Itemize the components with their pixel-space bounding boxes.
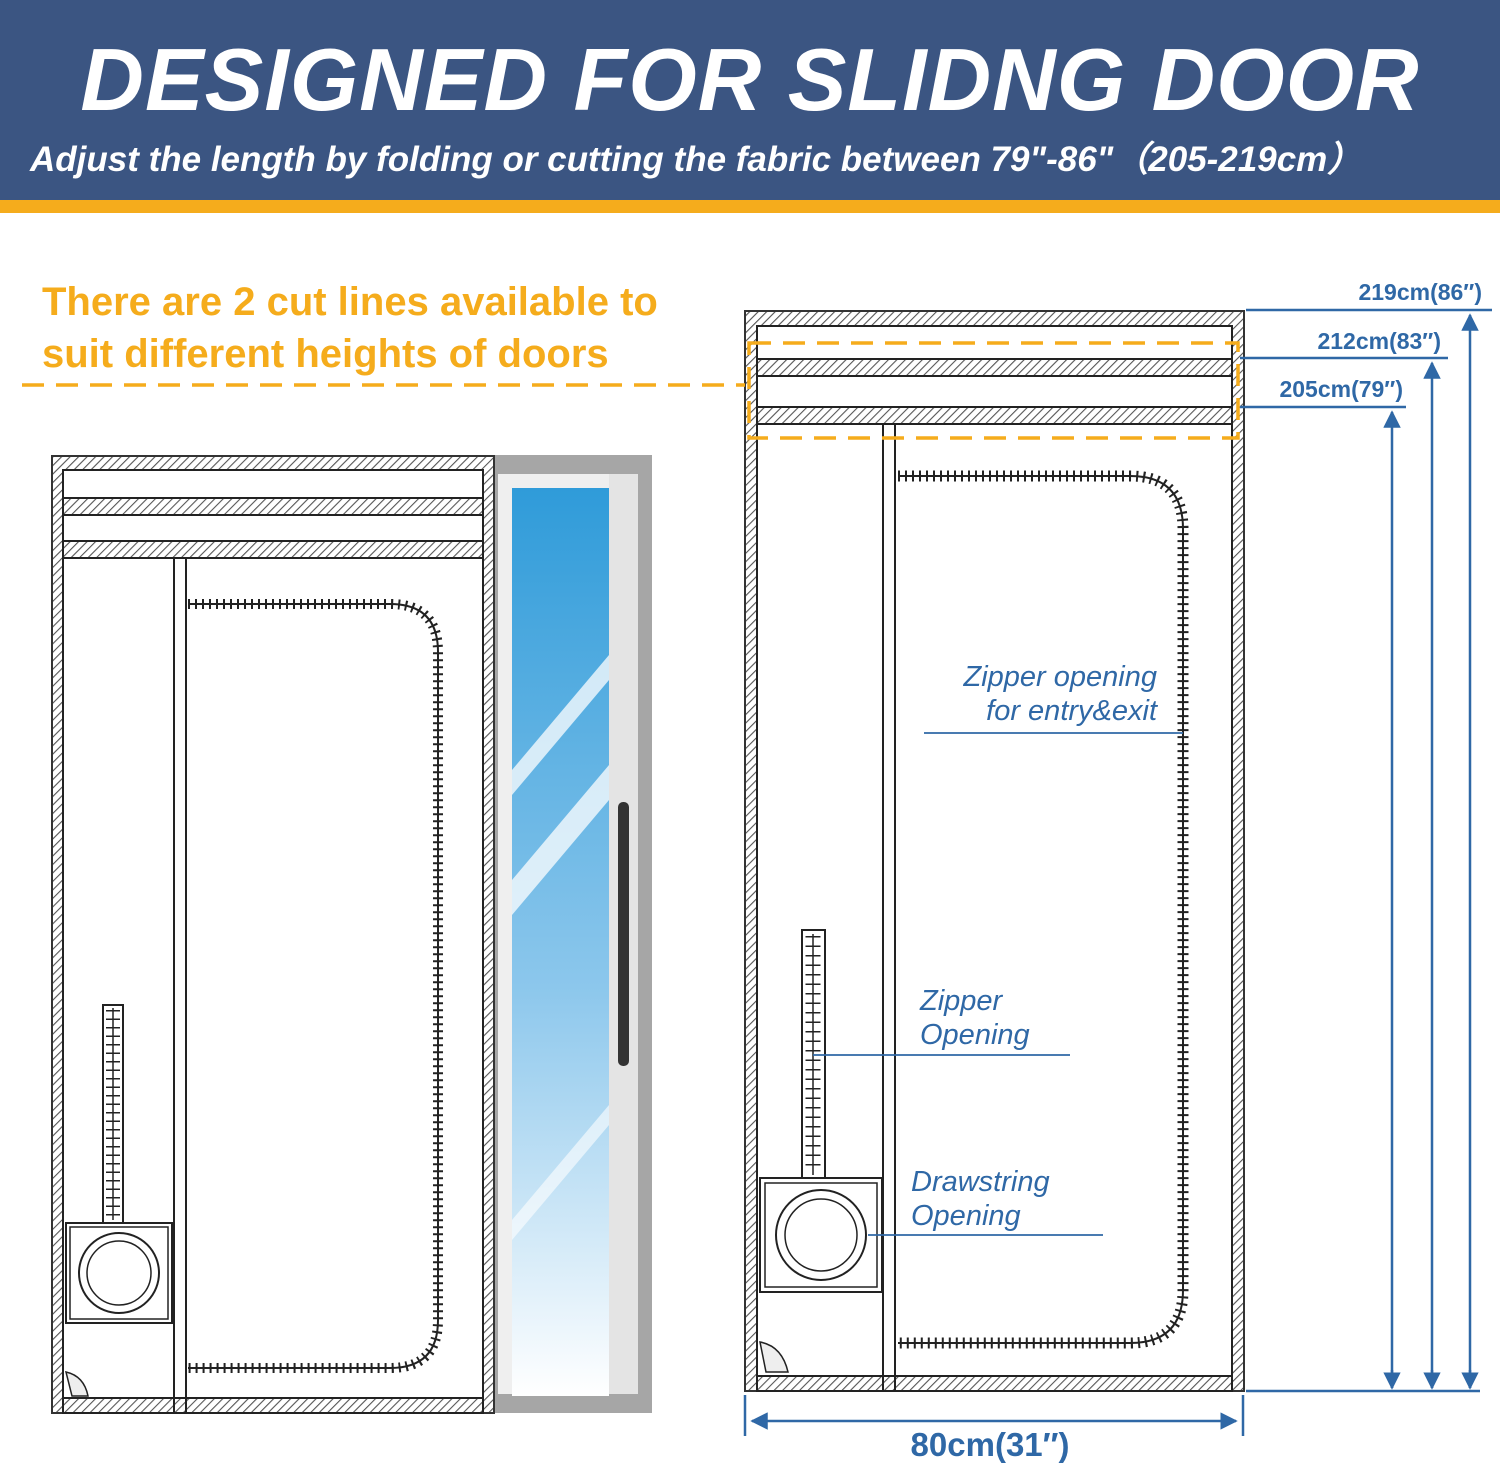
door-handle-icon bbox=[618, 802, 629, 1066]
drawstring-label-1: Drawstring bbox=[911, 1166, 1050, 1198]
width-80-label: 80cm(31″) bbox=[911, 1426, 1070, 1463]
cut-lines-note: There are 2 cut lines available to suit … bbox=[42, 276, 722, 380]
cut-lines bbox=[22, 341, 1240, 440]
height-205-label: 205cm(79″) bbox=[1279, 376, 1403, 402]
callout-lines bbox=[813, 732, 1183, 1236]
height-212-label: 212cm(83″) bbox=[1317, 328, 1441, 354]
cut-note-line-2: suit different heights of doors bbox=[42, 332, 609, 376]
drawstring-label-2: Opening bbox=[911, 1200, 1021, 1232]
header-accent-stripe bbox=[0, 200, 1500, 213]
width-dimension bbox=[743, 1395, 1245, 1436]
sliding-glass-door bbox=[492, 455, 652, 1413]
cut-note-line-1: There are 2 cut lines available to bbox=[42, 280, 658, 324]
page-subtitle: Adjust the length by folding or cutting … bbox=[30, 140, 1363, 179]
header-banner bbox=[0, 0, 1500, 200]
zipper-opening-label-2: Opening bbox=[920, 1019, 1030, 1051]
height-dimensions bbox=[1240, 308, 1492, 1393]
curtain-right bbox=[744, 310, 1245, 1392]
weight-corner-icon bbox=[759, 1341, 789, 1373]
weight-corner-icon bbox=[64, 1371, 89, 1397]
zipper-opening-label-1: Zipper bbox=[919, 985, 1004, 1017]
page-title: DESIGNED FOR SLIDNG DOOR bbox=[80, 30, 1420, 129]
zipper-entry-label-1: Zipper opening bbox=[963, 661, 1157, 693]
zipper-entry-label-2: for entry&exit bbox=[986, 695, 1159, 727]
height-219-label: 219cm(86″) bbox=[1358, 279, 1482, 305]
curtain-left bbox=[51, 455, 495, 1414]
